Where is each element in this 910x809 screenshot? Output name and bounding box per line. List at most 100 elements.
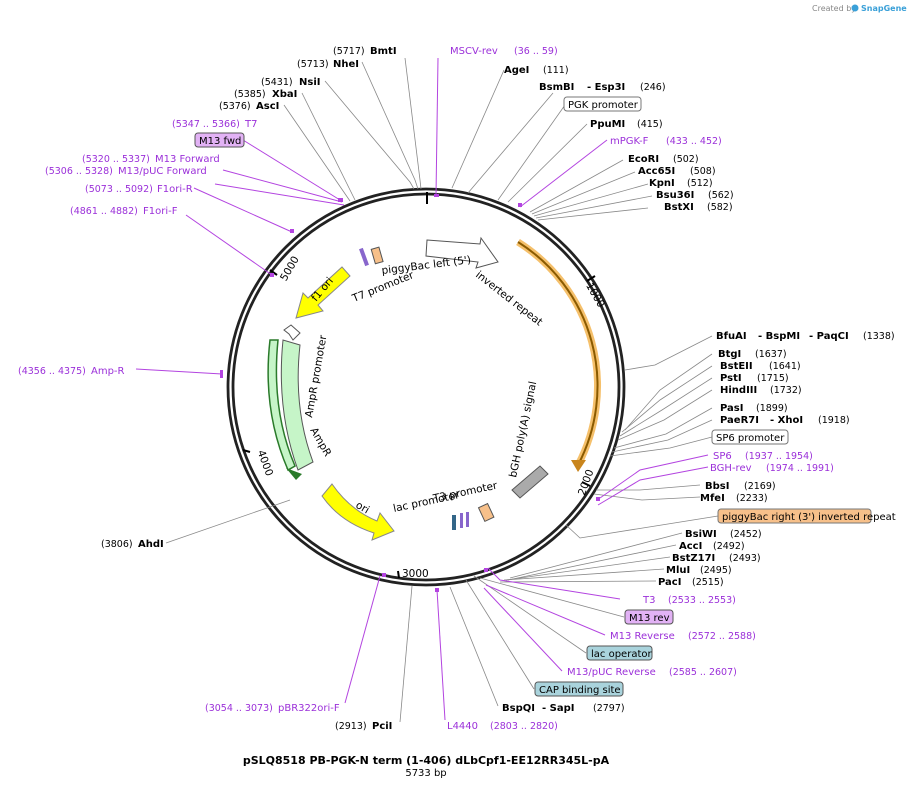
enzyme-esp3i[interactable]: - Esp3I <box>587 82 625 93</box>
pos-f1ori-r: (5073 .. 5092) <box>85 184 153 195</box>
pos-psti: (1715) <box>757 373 789 384</box>
pos-bmti: (5717) <box>333 46 365 57</box>
pos-m13-forward: (5320 .. 5337) <box>82 154 150 165</box>
enzyme-hindiii[interactable]: HindIII <box>720 385 757 396</box>
enzyme-bmti[interactable]: BmtI <box>370 46 397 57</box>
feature-ori[interactable] <box>321 483 395 541</box>
enzyme-btgi[interactable]: BtgI <box>718 349 741 360</box>
pos-mfei: (2233) <box>736 493 768 504</box>
primer-m13-forward[interactable]: M13 Forward <box>155 154 220 165</box>
feature-pgk-promoter[interactable] <box>516 239 601 472</box>
enzyme-bspqi[interactable]: BspQI <box>502 703 535 714</box>
primer-bgh-rev[interactable]: BGH-rev <box>710 463 752 474</box>
feature-small-purple-top[interactable] <box>359 247 369 267</box>
box-piggybac-right[interactable] <box>717 508 872 524</box>
enzyme-kpni[interactable]: KpnI <box>649 178 675 189</box>
primer-amp-r[interactable]: Amp-R <box>91 366 125 377</box>
primer-l4440[interactable]: L4440 <box>447 721 478 732</box>
pos-acci: (2492) <box>713 541 745 552</box>
enzyme-bsteii[interactable]: BstEII <box>720 361 753 372</box>
primer-pbr322ori-f[interactable]: pBR322ori-F <box>278 703 340 714</box>
enzyme-ahdi[interactable]: AhdI <box>138 539 164 550</box>
enzyme-paci[interactable]: PacI <box>658 577 681 588</box>
enzyme-acci[interactable]: AccI <box>679 541 702 552</box>
box-cap-binding-site[interactable] <box>534 681 624 697</box>
feature-bgh-polya[interactable] <box>511 465 549 499</box>
pos-nsii: (5431) <box>261 77 293 88</box>
pos-bsteii: (1641) <box>769 361 801 372</box>
feature-small-peach-bottom[interactable] <box>477 502 495 523</box>
primer-m13-puc-reverse[interactable]: M13/pUC Reverse <box>567 667 656 678</box>
pos-amp-r: (4356 .. 4375) <box>18 366 86 377</box>
enzyme-bbsi[interactable]: BbsI <box>705 481 729 492</box>
enzyme-ecori[interactable]: EcoRI <box>628 154 659 165</box>
enzyme-bstz17i[interactable]: BstZ17I <box>672 553 715 564</box>
primer-lines <box>135 57 709 721</box>
enzyme-sapi[interactable]: - SapI <box>542 703 574 714</box>
enzyme-xhoi[interactable]: - XhoI <box>770 415 803 426</box>
pos-l4440: (2803 .. 2820) <box>490 721 558 732</box>
feature-f1-ori[interactable] <box>295 266 351 319</box>
enzyme-nsii[interactable]: NsiI <box>299 77 320 88</box>
enzyme-bspmi[interactable]: - BspMI <box>758 331 800 342</box>
enzyme-bsu36i[interactable]: Bsu36I <box>656 190 694 201</box>
enzyme-mlui[interactable]: MluI <box>666 565 690 576</box>
box-m13-fwd[interactable] <box>194 132 245 148</box>
tick-label-1000: 1000 <box>583 281 607 310</box>
feature-ampr-promoter[interactable] <box>283 324 301 341</box>
primer-m13-reverse[interactable]: M13 Reverse <box>610 631 675 642</box>
feature-small-blue-bottom[interactable] <box>452 515 456 530</box>
pos-mlui: (2495) <box>700 565 732 576</box>
box-pgk-promoter[interactable] <box>563 96 642 112</box>
pos-xbai: (5385) <box>234 89 266 100</box>
plasmid-title: pSLQ8518 PB-PGK-N term (1-406) dLbCpf1-E… <box>243 754 610 767</box>
primer-f1ori-r[interactable]: F1ori-R <box>157 184 193 195</box>
feature-small-purple-bottom[interactable] <box>460 513 463 528</box>
enzyme-asci[interactable]: AscI <box>256 101 279 112</box>
feature-small-purple-bottom-2[interactable] <box>466 512 469 527</box>
enzyme-bfuai[interactable]: BfuAI <box>716 331 747 342</box>
feature-ampr[interactable] <box>267 339 314 480</box>
enzyme-paer7i[interactable]: PaeR7I <box>720 415 759 426</box>
primer-sp6[interactable]: SP6 <box>713 451 732 462</box>
pos-t3: (2533 .. 2553) <box>668 595 736 606</box>
enzyme-mfei[interactable]: MfeI <box>700 493 725 504</box>
enzyme-bsiwi[interactable]: BsiWI <box>685 529 717 540</box>
label-piggybac-right: piggyBac right (3') inverted repeat <box>722 512 896 523</box>
label-lac-operator: lac operator <box>591 649 652 660</box>
primer-f1ori-f[interactable]: F1ori-F <box>143 206 178 217</box>
enzyme-bsmbi[interactable]: BsmBI <box>539 82 574 93</box>
feature-small-peach-top[interactable] <box>370 246 384 265</box>
enzyme-xbai[interactable]: XbaI <box>272 89 297 100</box>
enzyme-paqci[interactable]: - PaqCI <box>809 331 849 342</box>
label-piggybac-left-1: piggyBac left (5') <box>381 254 472 277</box>
pos-pasi: (1899) <box>756 403 788 414</box>
label-t3-promoter: T3 promoter <box>431 480 499 506</box>
enzyme-ppumi[interactable]: PpuMI <box>590 119 625 130</box>
box-sp6-promoter[interactable] <box>711 429 789 445</box>
enzyme-agei[interactable]: AgeI <box>504 65 529 76</box>
enzyme-bstxi[interactable]: BstXI <box>664 202 694 213</box>
primer-t3[interactable]: T3 <box>642 595 655 606</box>
primer-t7[interactable]: T7 <box>244 119 257 130</box>
enzyme-pcii[interactable]: PciI <box>372 721 392 732</box>
credit-text: Created by <box>812 4 856 13</box>
primer-m13-puc-forward[interactable]: M13/pUC Forward <box>118 166 207 177</box>
primer-mscv-rev[interactable]: MSCV-rev <box>450 46 498 57</box>
enzyme-acc65i[interactable]: Acc65I <box>638 166 675 177</box>
pos-mscv-rev: (36 .. 59) <box>514 46 558 57</box>
pos-pcii: (2913) <box>335 721 367 732</box>
enzyme-psti[interactable]: PstI <box>720 373 742 384</box>
feature-piggybac-left[interactable] <box>425 236 499 269</box>
enzyme-nhei[interactable]: NheI <box>333 59 359 70</box>
labels-right: MSCV-rev (36 .. 59) AgeI (111) BsmBI - E… <box>205 46 896 732</box>
box-lac-operator[interactable] <box>586 645 653 661</box>
primer-mpgk-f[interactable]: mPGK-F <box>610 136 649 147</box>
pos-pbr322ori-f: (3054 .. 3073) <box>205 703 273 714</box>
pos-bfuai: (1338) <box>863 331 895 342</box>
enzyme-pasi[interactable]: PasI <box>720 403 743 414</box>
label-ori: ori <box>354 499 372 516</box>
label-cap-binding-site: CAP binding site <box>539 685 621 696</box>
pos-bsmbi: (246) <box>640 82 666 93</box>
box-m13-rev[interactable] <box>624 609 674 625</box>
